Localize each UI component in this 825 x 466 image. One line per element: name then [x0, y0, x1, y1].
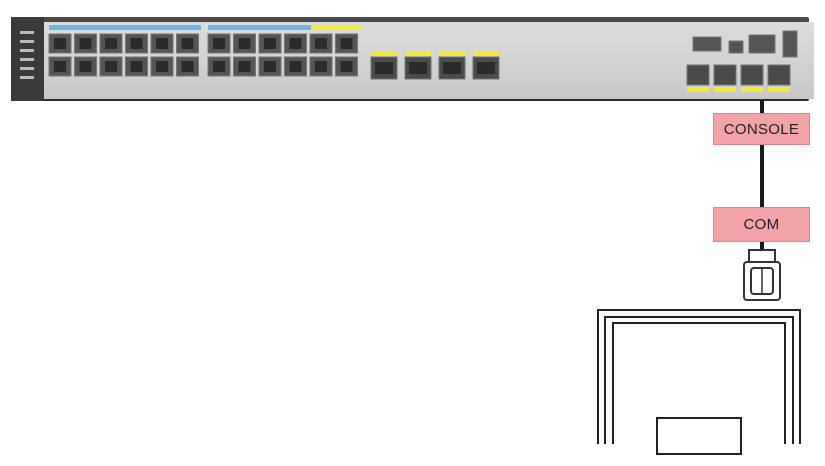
console-port-label: CONSOLE: [713, 113, 810, 145]
uplink-led: [714, 87, 736, 92]
status-led: [20, 58, 34, 61]
port-led-bar: [49, 25, 201, 30]
mgmt-port: [748, 34, 776, 54]
console-port: [692, 36, 722, 52]
sfp-led: [405, 51, 431, 55]
uplink-port: [767, 64, 791, 86]
status-led: [20, 76, 34, 79]
db9-connector-icon: [743, 249, 781, 301]
com-port-label: COM: [713, 207, 810, 242]
status-led: [20, 67, 34, 70]
pc-monitor-icon: [597, 309, 801, 455]
sfp-led: [473, 51, 499, 55]
uplink-port: [740, 64, 764, 86]
network-switch: [11, 17, 814, 101]
sfp-led: [371, 51, 397, 55]
switch-ports: [20, 25, 798, 92]
uplink-led: [741, 87, 763, 92]
uplink-port: [686, 64, 710, 86]
port-led-bar: [311, 25, 361, 30]
sfp-led: [439, 51, 465, 55]
status-led: [20, 49, 34, 52]
status-led: [20, 31, 34, 34]
uplink-port: [713, 64, 737, 86]
port-led-bar: [208, 25, 360, 30]
power-socket: [782, 30, 798, 58]
usb-port: [728, 40, 744, 54]
uplink-led: [768, 87, 790, 92]
status-led: [20, 40, 34, 43]
uplink-led: [687, 87, 709, 92]
